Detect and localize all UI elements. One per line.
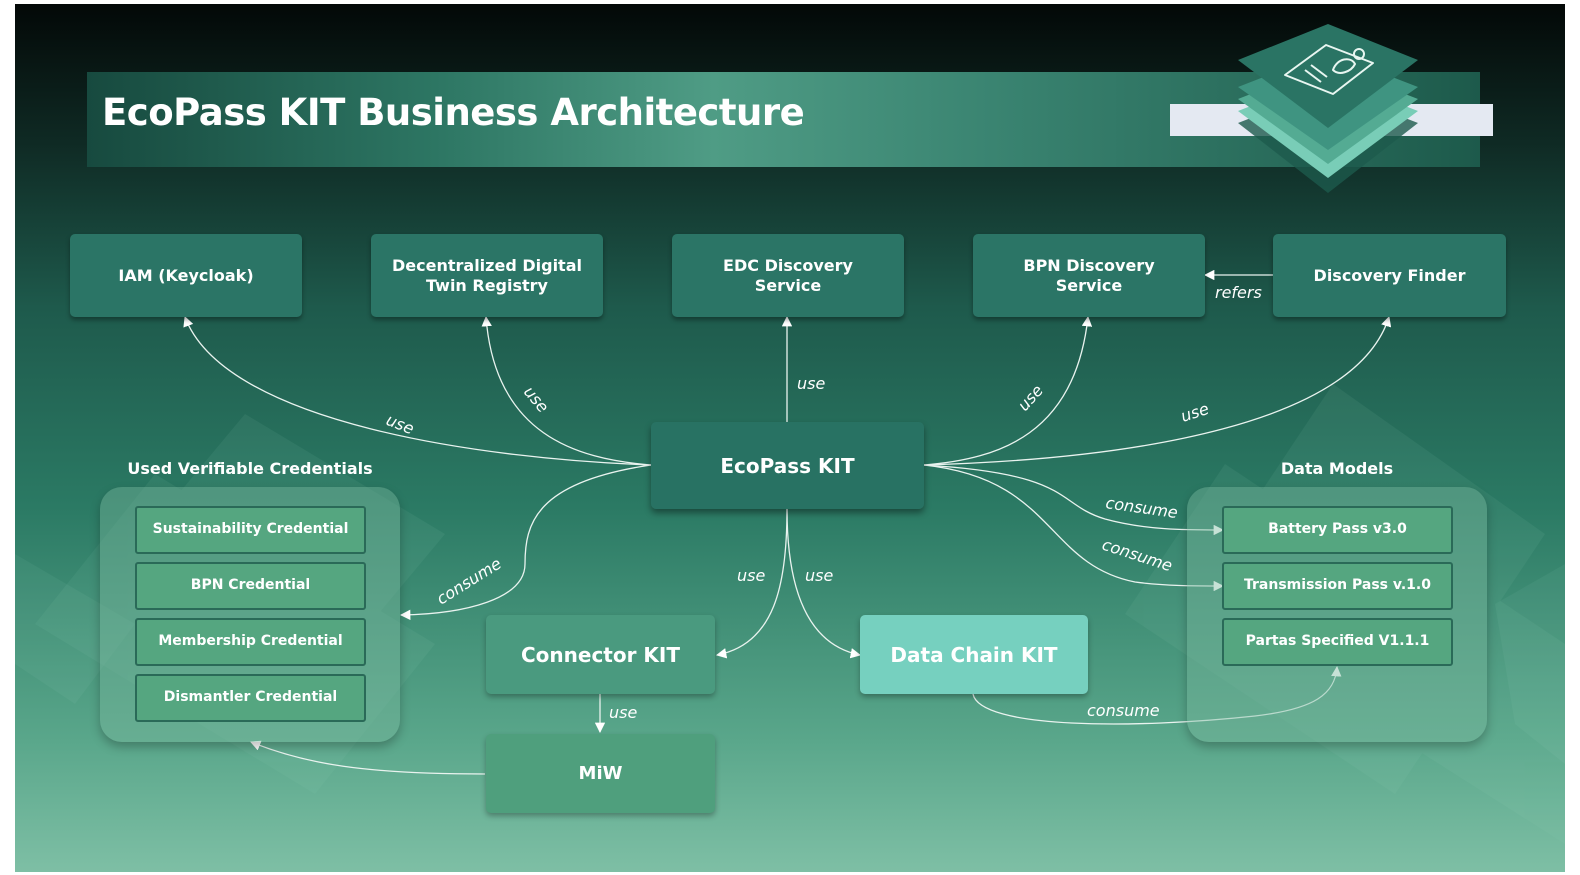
edge-label-hub-iam: use (384, 410, 418, 438)
edge-label-hub-connector: use (737, 566, 765, 585)
node-discovery-finder: Discovery Finder (1273, 234, 1506, 317)
page-title: EcoPass KIT Business Architecture (102, 91, 805, 134)
node-finder-label: Discovery Finder (1313, 265, 1466, 285)
credentials-panel-title: Used Verifiable Credentials (127, 459, 373, 478)
edge-hub-ddtr (481, 315, 652, 466)
data-model-item: Battery Pass v3.0 (1222, 506, 1453, 554)
data-model-item: Partas Specified V1.1.1 (1222, 618, 1453, 666)
node-bpn-label: BPN Discovery Service (1023, 256, 1155, 295)
edge-hub-transmission (923, 464, 1225, 592)
node-ecopass-kit: EcoPass KIT (651, 422, 924, 509)
edge-label-hub-credentials: consume (433, 554, 505, 609)
node-iam-label: IAM (Keycloak) (118, 265, 254, 285)
credential-label: BPN Credential (190, 577, 311, 594)
node-datachain-label: Data Chain KIT (890, 642, 1058, 667)
data-models-panel-title: Data Models (1280, 459, 1394, 478)
edge-label-hub-edc: use (797, 374, 825, 393)
edge-hub-datachain (786, 508, 862, 659)
node-miw-label: MiW (578, 762, 623, 784)
edge-hub-bpn (923, 315, 1093, 466)
credential-item: Sustainability Credential (135, 506, 366, 554)
edge-label-hub-datachain: use (805, 566, 833, 585)
credential-item: Dismantler Credential (135, 674, 366, 722)
node-edc-discovery-service: EDC Discovery Service (672, 234, 904, 317)
edge-label-connector-miw: use (609, 703, 637, 722)
edge-datachain-partas (972, 665, 1342, 725)
edge-hub-iam (183, 316, 652, 466)
data-model-label: Battery Pass v3.0 (1268, 521, 1407, 538)
edge-label-hub-battery: consume (1104, 493, 1179, 522)
node-decentralized-digital-twin-registry: Decentralized Digital Twin Registry (371, 234, 603, 317)
credential-label: Dismantler Credential (163, 689, 338, 706)
node-miw: MiW (486, 734, 715, 813)
edge-hub-credentials (399, 464, 652, 621)
credential-label: Membership Credential (158, 633, 343, 650)
connectors-layer: use use use use use refers consume use u… (183, 269, 1392, 775)
node-connector-label: Connector KIT (520, 642, 681, 667)
node-connector-kit: Connector KIT (486, 615, 715, 694)
node-data-chain-kit: Data Chain KIT (860, 615, 1088, 694)
edge-hub-battery (923, 464, 1225, 536)
node-edc-label: EDC Discovery Service (723, 256, 853, 295)
data-model-label: Partas Specified V1.1.1 (1245, 633, 1430, 650)
diagram-canvas: EcoPass KIT Business Architecture (15, 4, 1565, 872)
edge-hub-finder (923, 316, 1392, 466)
edge-label-hub-ddtr: use (520, 382, 553, 416)
credential-label: Sustainability Credential (152, 521, 349, 538)
data-model-label: Transmission Pass v.1.0 (1244, 577, 1431, 594)
ecopass-stack-logo-icon (1238, 24, 1418, 193)
credential-item: BPN Credential (135, 562, 366, 610)
edge-label-hub-transmission: consume (1100, 535, 1175, 576)
edge-miw-credentials (250, 740, 486, 775)
node-bpn-discovery-service: BPN Discovery Service (973, 234, 1205, 317)
data-model-item: Transmission Pass v.1.0 (1222, 562, 1453, 610)
edge-hub-connector (715, 508, 788, 659)
node-iam-keycloak: IAM (Keycloak) (70, 234, 302, 317)
edge-label-finder-bpn: refers (1215, 283, 1262, 302)
node-hub-label: EcoPass KIT (720, 453, 855, 478)
credential-item: Membership Credential (135, 618, 366, 666)
edge-label-hub-finder: use (1178, 399, 1211, 426)
edge-label-hub-bpn: use (1014, 381, 1047, 415)
edge-label-datachain-partas: consume (1087, 701, 1160, 720)
node-ddtr-label: Decentralized Digital Twin Registry (392, 256, 582, 295)
